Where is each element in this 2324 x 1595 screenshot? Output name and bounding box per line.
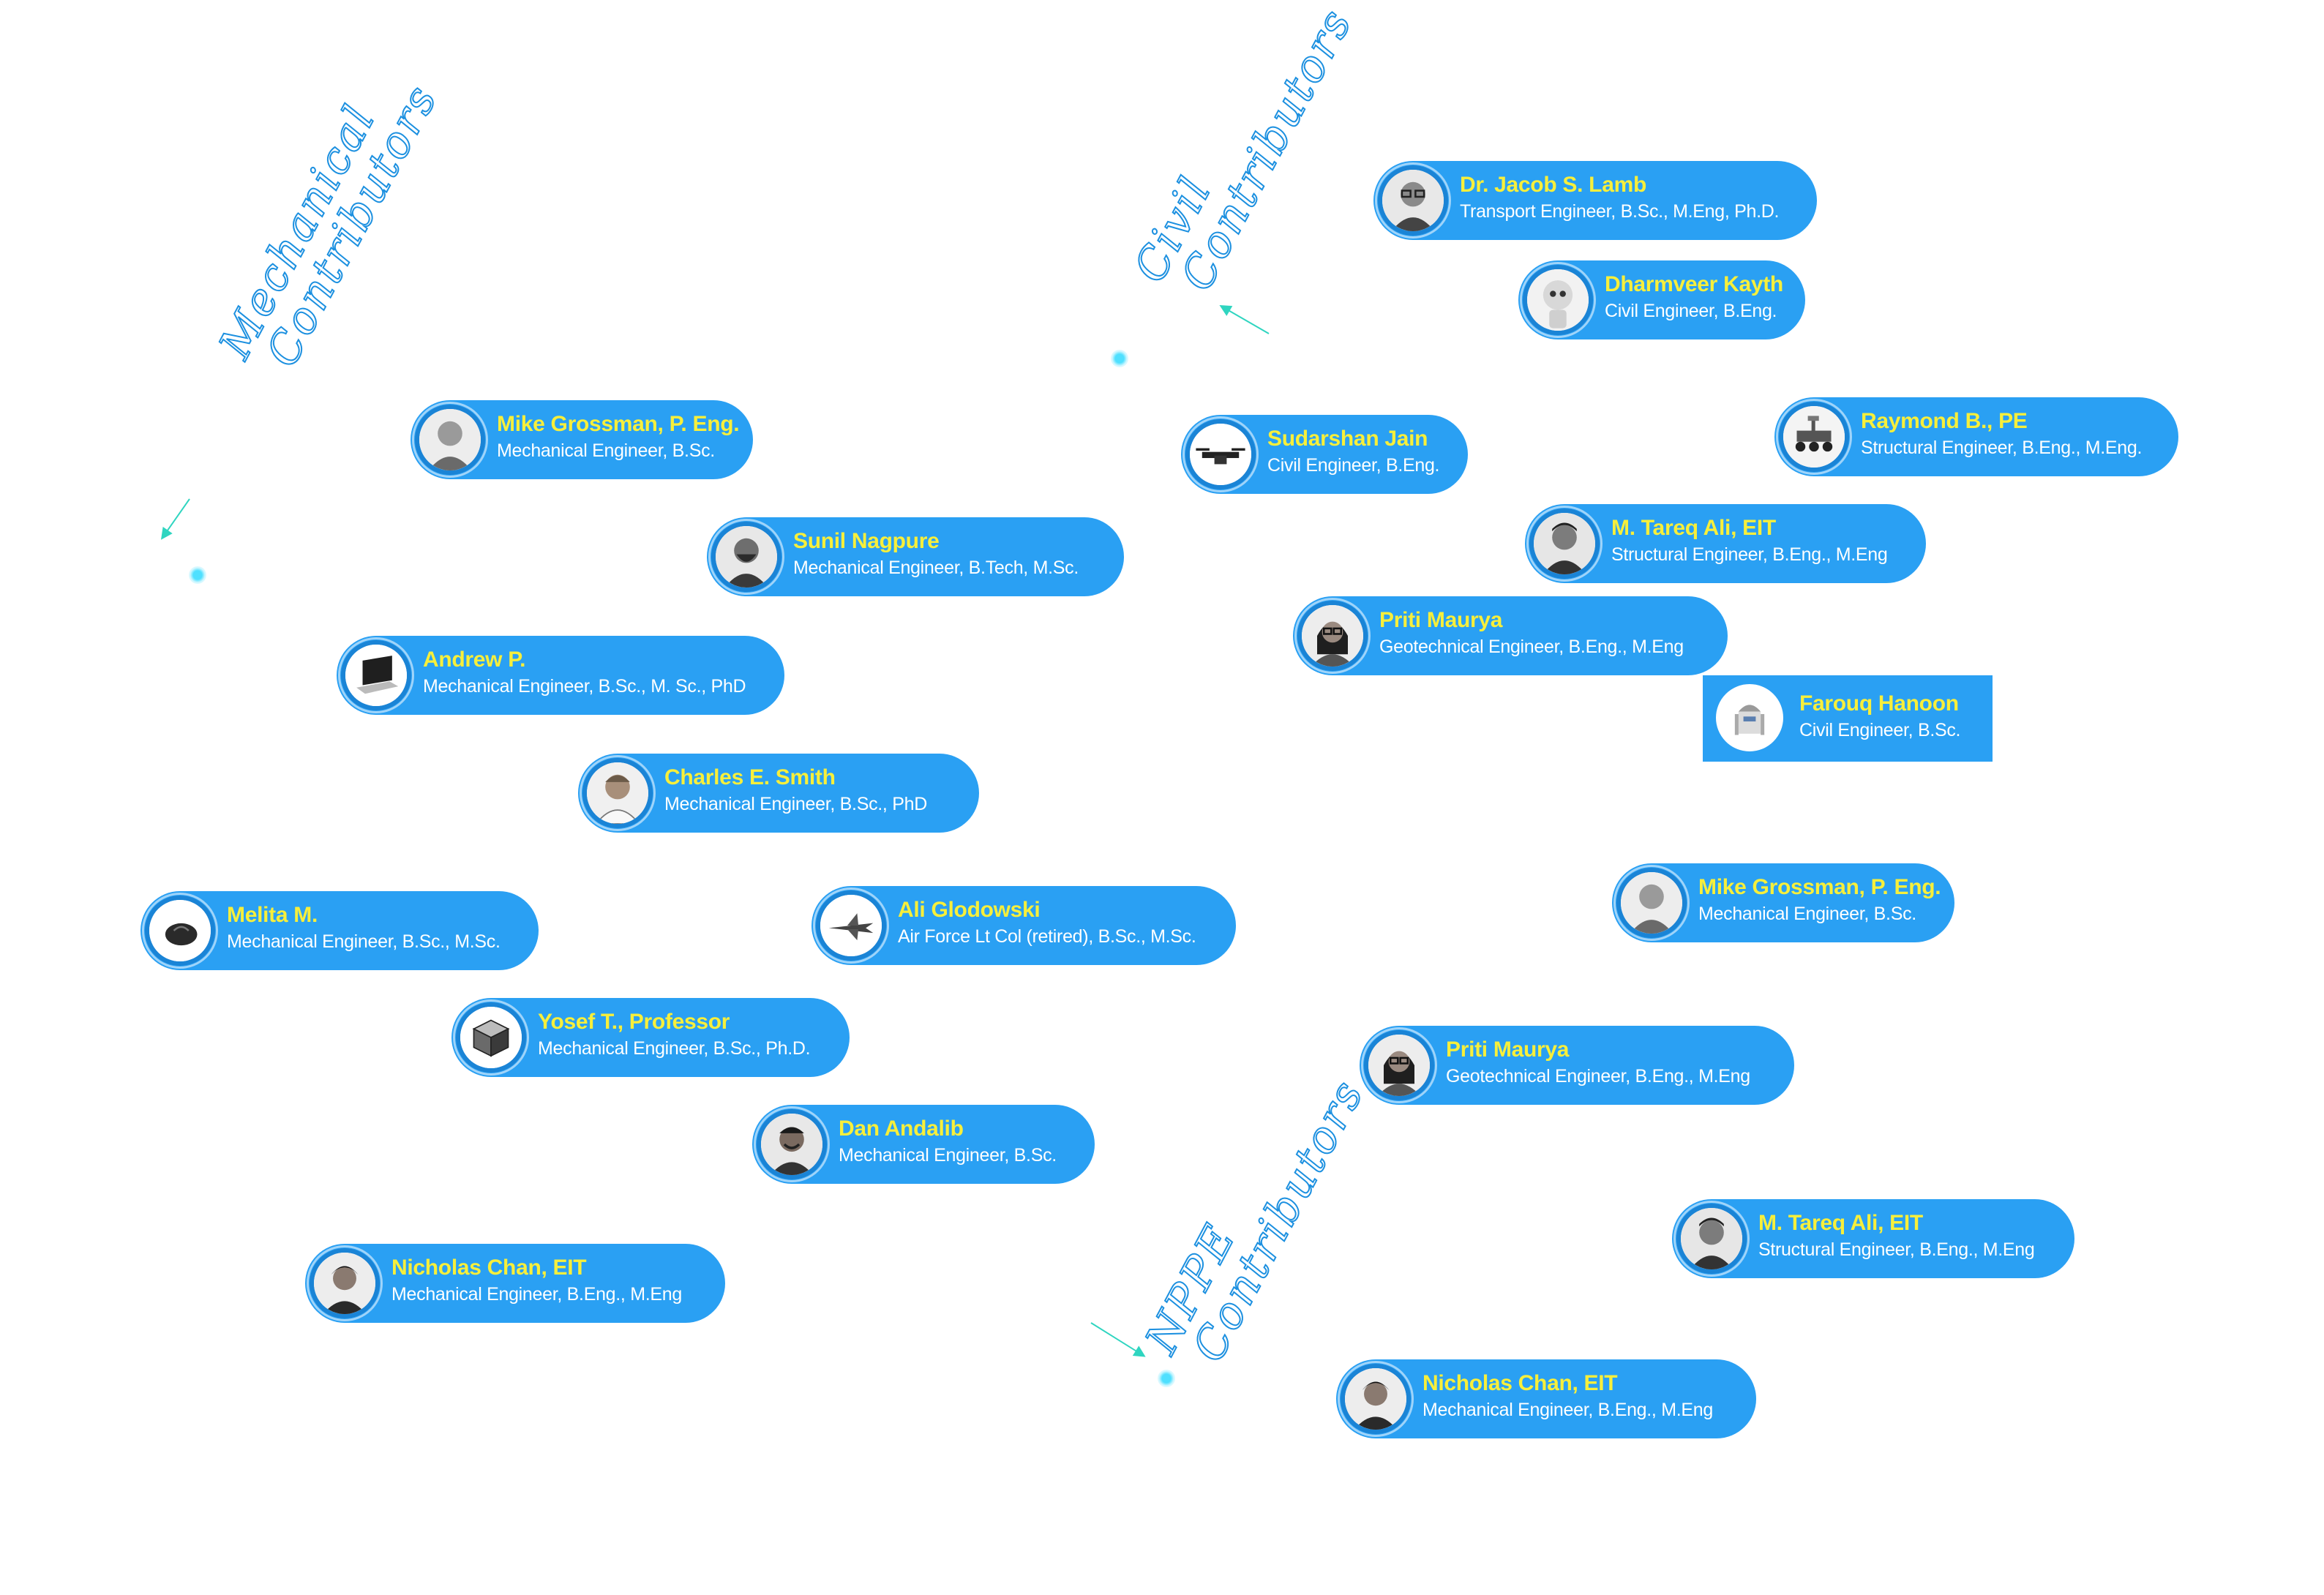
contributor-card[interactable]: Yosef T., Professor Mechanical Engineer,… — [451, 998, 850, 1077]
civil-group-label: Civil Contributors — [1123, 0, 1363, 310]
person-icon — [1676, 1204, 1747, 1274]
contributor-name: Priti Maurya — [1379, 608, 1503, 632]
person-glasses-icon — [1364, 1030, 1434, 1100]
contributor-role: Transport Engineer, B.Sc., M.Eng, Ph.D. — [1460, 201, 1780, 222]
contributor-card[interactable]: Andrew P. Mechanical Engineer, B.Sc., M.… — [337, 636, 784, 715]
contributor-card[interactable]: Raymond B., PE Structural Engineer, B.En… — [1774, 397, 2178, 476]
shell-icon — [145, 896, 215, 966]
robot-icon — [1523, 265, 1593, 335]
contributor-role: Mechanical Engineer, B.Eng., M.Eng — [1422, 1400, 1713, 1420]
contributor-name: Farouq Hanoon — [1799, 691, 1959, 716]
contributor-role: Mechanical Engineer, B.Sc., M.Sc. — [227, 931, 501, 952]
contributor-card[interactable]: Farouq Hanoon Civil Engineer, B.Sc. — [1703, 675, 1993, 762]
rubiks-cube-icon — [456, 1002, 526, 1073]
contributor-role: Air Force Lt Col (retired), B.Sc., M.Sc. — [898, 926, 1196, 947]
rover-icon — [1779, 402, 1849, 472]
contributor-card[interactable]: Nicholas Chan, EIT Mechanical Engineer, … — [1336, 1359, 1756, 1438]
nppe-marker-dot — [1158, 1370, 1175, 1387]
contributor-role: Mechanical Engineer, B.Sc. — [1698, 904, 1916, 924]
person-icon — [1529, 508, 1600, 579]
jet-icon — [816, 890, 886, 961]
contributor-name: Dr. Jacob S. Lamb — [1460, 173, 1646, 197]
contributor-name: M. Tareq Ali, EIT — [1758, 1211, 1923, 1235]
contributor-role: Civil Engineer, B.Eng. — [1605, 301, 1777, 321]
contributor-card[interactable]: Charles E. Smith Mechanical Engineer, B.… — [578, 754, 979, 833]
contributor-card[interactable]: Sunil Nagpure Mechanical Engineer, B.Tec… — [707, 517, 1124, 596]
mechanical-arrow-icon — [162, 498, 190, 537]
contributor-name: M. Tareq Ali, EIT — [1611, 516, 1776, 540]
nppe-group-label: NPPE Contributors — [1135, 1051, 1375, 1381]
person-glasses-icon — [1378, 165, 1448, 236]
person-icon — [415, 405, 485, 475]
contributor-card[interactable]: Priti Maurya Geotechnical Engineer, B.En… — [1360, 1026, 1794, 1105]
contributor-name: Yosef T., Professor — [538, 1010, 730, 1034]
person-icon — [1616, 868, 1687, 938]
contributor-card[interactable]: Mike Grossman, P. Eng. Mechanical Engine… — [1612, 863, 1954, 942]
person-icon — [310, 1248, 380, 1318]
contributor-role: Geotechnical Engineer, B.Eng., M.Eng — [1379, 637, 1684, 657]
person-beard-icon — [711, 522, 781, 592]
contributor-name: Sudarshan Jain — [1267, 427, 1428, 451]
contributor-name: Sunil Nagpure — [793, 529, 940, 553]
contributor-role: Mechanical Engineer, B.Sc. — [839, 1145, 1057, 1166]
contributor-role: Structural Engineer, B.Eng., M.Eng — [1758, 1239, 2035, 1260]
civil-marker-dot — [1111, 350, 1128, 367]
contributor-role: Structural Engineer, B.Eng., M.Eng — [1611, 544, 1888, 565]
contributor-role: Mechanical Engineer, B.Sc., Ph.D. — [538, 1038, 811, 1059]
contributor-name: Dan Andalib — [839, 1116, 964, 1141]
contributor-card[interactable]: M. Tareq Ali, EIT Structural Engineer, B… — [1525, 504, 1926, 583]
contributor-card[interactable]: Dan Andalib Mechanical Engineer, B.Sc. — [752, 1105, 1095, 1184]
contributor-name: Nicholas Chan, EIT — [1422, 1371, 1618, 1395]
person-icon — [582, 758, 653, 828]
contributor-role: Mechanical Engineer, B.Sc. — [497, 440, 715, 461]
contributor-name: Melita M. — [227, 903, 318, 927]
civil-arrow-icon — [1223, 307, 1270, 334]
contributor-role: Structural Engineer, B.Eng., M.Eng. — [1861, 438, 2143, 458]
contributor-card[interactable]: Priti Maurya Geotechnical Engineer, B.En… — [1293, 596, 1728, 675]
contributor-name: Mike Grossman, P. Eng. — [1698, 875, 1941, 899]
contributor-role: Geotechnical Engineer, B.Eng., M.Eng — [1446, 1066, 1750, 1087]
contributor-role: Mechanical Engineer, B.Sc., PhD — [664, 794, 927, 814]
contributor-role: Civil Engineer, B.Eng. — [1267, 455, 1440, 476]
contributor-name: Andrew P. — [423, 648, 526, 672]
contributor-card[interactable]: Ali Glodowski Air Force Lt Col (retired)… — [811, 886, 1236, 965]
contributor-card[interactable]: Dharmveer Kayth Civil Engineer, B.Eng. — [1518, 260, 1805, 339]
person-icon — [1341, 1364, 1411, 1434]
contributor-card[interactable]: Dr. Jacob S. Lamb Transport Engineer, B.… — [1373, 161, 1817, 240]
contributor-name: Priti Maurya — [1446, 1037, 1570, 1062]
person-glasses-icon — [1297, 601, 1368, 671]
mechanical-group-label: Mechanical Contributors — [209, 56, 449, 386]
contributor-card[interactable]: Sudarshan Jain Civil Engineer, B.Eng. — [1181, 415, 1468, 494]
contributor-name: Nicholas Chan, EIT — [391, 1256, 587, 1280]
contributor-name: Charles E. Smith — [664, 765, 836, 789]
contributor-name: Dharmveer Kayth — [1605, 272, 1783, 296]
contributor-name: Mike Grossman, P. Eng. — [497, 412, 740, 436]
nppe-arrow-icon — [1090, 1322, 1143, 1356]
contributor-name: Raymond B., PE — [1861, 409, 2028, 433]
contributor-card[interactable]: Melita M. Mechanical Engineer, B.Sc., M.… — [140, 891, 539, 970]
contributor-card[interactable]: Mike Grossman, P. Eng. Mechanical Engine… — [411, 400, 753, 479]
laptop-icon — [341, 640, 411, 710]
contributor-role: Mechanical Engineer, B.Tech, M.Sc. — [793, 558, 1079, 578]
droid-icon — [1716, 684, 1783, 751]
person-icon — [757, 1109, 827, 1179]
mechanical-marker-dot — [189, 566, 206, 584]
contributor-role: Mechanical Engineer, B.Sc., M. Sc., PhD — [423, 676, 746, 697]
drone-icon — [1185, 419, 1256, 489]
contributor-role: Civil Engineer, B.Sc. — [1799, 720, 1961, 740]
contributor-card[interactable]: Nicholas Chan, EIT Mechanical Engineer, … — [305, 1244, 725, 1323]
contributor-role: Mechanical Engineer, B.Eng., M.Eng — [391, 1284, 682, 1305]
contributor-name: Ali Glodowski — [898, 898, 1041, 922]
contributor-card[interactable]: M. Tareq Ali, EIT Structural Engineer, B… — [1672, 1199, 2074, 1278]
